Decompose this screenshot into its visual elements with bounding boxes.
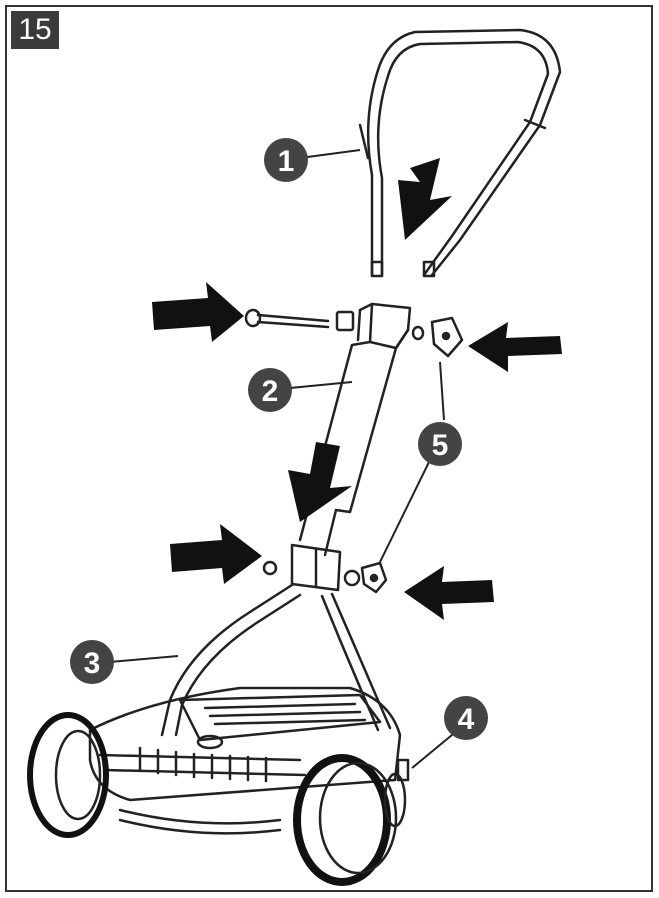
right-wheel (293, 754, 410, 886)
arrows (152, 158, 562, 620)
arrow-bolt-right (152, 282, 244, 342)
left-wheel (27, 712, 109, 838)
callout-5-label: 5 (432, 429, 449, 462)
arrow-handle-down (398, 158, 452, 240)
upper-tube (298, 302, 412, 557)
arrow-cap-top-left (468, 322, 562, 372)
callout-1: 1 (264, 138, 308, 182)
arrow-clamp-right (170, 524, 262, 584)
callout-4: 4 (444, 696, 488, 740)
leader-lines (109, 149, 459, 769)
callout-2: 2 (248, 368, 292, 412)
callout-5: 5 (418, 422, 462, 466)
callout-2-label: 2 (262, 375, 279, 408)
arrow-tube-down (288, 442, 352, 522)
callout-4-label: 4 (458, 703, 475, 736)
callout-1-label: 1 (278, 145, 295, 178)
top-cap (430, 316, 464, 358)
callout-3-label: 3 (84, 647, 101, 680)
top-bolt (244, 308, 425, 341)
step-number-badge: 15 (11, 11, 59, 49)
callout-3: 3 (70, 640, 114, 684)
middle-clamp (262, 543, 388, 594)
arrow-cap-bottom-left (404, 566, 494, 620)
upper-handle (358, 28, 562, 278)
